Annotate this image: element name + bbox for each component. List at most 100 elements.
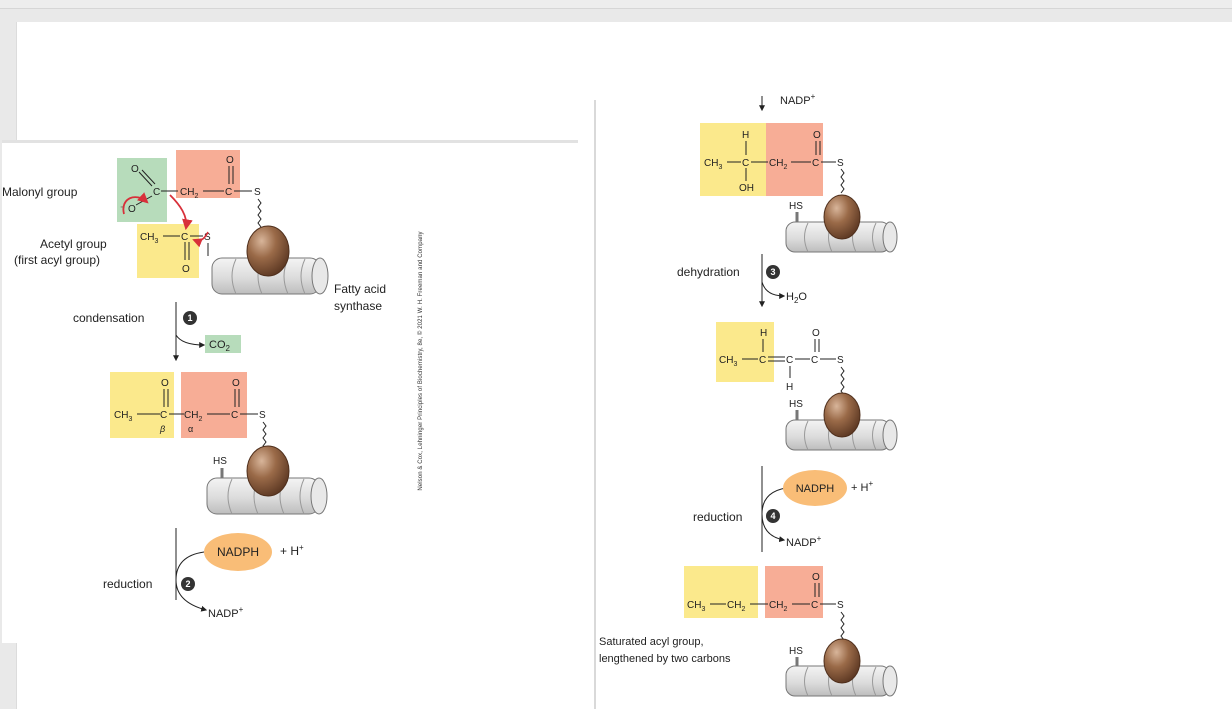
fatty-acid-synthase-enzyme bbox=[211, 225, 329, 295]
fas-label-line2: synthase bbox=[334, 299, 382, 313]
pantetheine-arm bbox=[257, 198, 262, 228]
nadph-bubble bbox=[204, 533, 272, 571]
atom-s: S bbox=[259, 410, 266, 421]
hs-label: HS bbox=[213, 456, 227, 467]
atom-s: S bbox=[837, 158, 844, 169]
butyryl-box-salmon bbox=[765, 566, 823, 618]
panel-divider bbox=[594, 100, 596, 709]
h-plus-label: + H+ bbox=[280, 543, 304, 558]
step-3-number: 3 bbox=[770, 267, 775, 277]
fatty-acid-synthase-enzyme bbox=[785, 392, 898, 451]
ch2-label: CH2 bbox=[180, 187, 198, 200]
step-3-dehydration: dehydration 3 H2O bbox=[677, 254, 807, 308]
atom-o: O bbox=[128, 204, 136, 215]
atom-c: C bbox=[231, 410, 238, 421]
acyl-box-yellow bbox=[700, 123, 766, 196]
atom-c: C bbox=[759, 355, 766, 366]
acetoacetyl-complex: CH3 C O CH2 C O S β α HS bbox=[110, 372, 328, 515]
atom-o: O bbox=[131, 164, 139, 175]
step-3-badge bbox=[766, 265, 780, 279]
electron-arrow bbox=[192, 231, 209, 248]
top-strip bbox=[0, 0, 1232, 9]
step-4-reduction: NADPH + H+ reduction 4 NADP+ bbox=[693, 466, 873, 552]
hs-label: HS bbox=[789, 399, 803, 410]
nadp-top-label: NADP+ bbox=[780, 92, 816, 107]
saturated-acyl-complex: CH3 CH2 CH2 C O S Saturated acyl group, … bbox=[599, 566, 898, 697]
enoyl-complex: CH3 C H C H C O S HS bbox=[716, 322, 898, 451]
step-2-number: 2 bbox=[185, 579, 190, 589]
atom-s: S bbox=[837, 600, 844, 611]
ch2-label: CH2 bbox=[769, 600, 787, 613]
atom-c: C bbox=[181, 232, 188, 243]
ch3-label: CH3 bbox=[114, 410, 132, 423]
atom-o: O bbox=[182, 264, 190, 275]
step-4-badge bbox=[766, 509, 780, 523]
atom-c: C bbox=[153, 187, 160, 198]
final-label-line2: lengthened by two carbons bbox=[599, 653, 731, 665]
acetyl-group-sublabel: (first acyl group) bbox=[14, 253, 100, 267]
ch3-label: CH3 bbox=[687, 600, 705, 613]
step-1-condensation: condensation 1 CO2 bbox=[73, 302, 241, 362]
fas-label-line1: Fatty acid bbox=[334, 282, 386, 296]
atom-c: C bbox=[811, 355, 818, 366]
fatty-acid-synthase-enzyme bbox=[785, 194, 898, 253]
enoyl-box-yellow bbox=[716, 322, 774, 382]
reduction-label: reduction bbox=[103, 577, 152, 591]
fatty-acid-synthase-enzyme bbox=[206, 445, 328, 515]
bond bbox=[141, 169, 156, 185]
dehydration-label: dehydration bbox=[677, 265, 740, 279]
left-panel bbox=[2, 140, 578, 643]
atom-o: O bbox=[161, 378, 169, 389]
nadph-label: NADPH bbox=[217, 545, 259, 559]
atom-o: O bbox=[813, 130, 821, 141]
step-2-reduction: NADPH + H+ reduction 2 NADP+ bbox=[103, 528, 304, 620]
step-4-number: 4 bbox=[770, 511, 775, 521]
hs-label: HS bbox=[789, 646, 803, 657]
nadp-label: NADP+ bbox=[786, 534, 822, 549]
atom-o: O bbox=[812, 572, 820, 583]
atom-o: O bbox=[226, 155, 234, 166]
electron-arrow bbox=[122, 192, 149, 215]
condensation-label: condensation bbox=[73, 311, 144, 325]
atom-c: C bbox=[812, 158, 819, 169]
oh-label: OH bbox=[739, 183, 754, 194]
atom-c: C bbox=[786, 355, 793, 366]
atom-c: C bbox=[225, 187, 232, 198]
malonyl-carboxyl-box bbox=[117, 158, 167, 222]
malonyl-group-label: Malonyl group bbox=[2, 185, 78, 199]
nadph-label: NADPH bbox=[796, 483, 835, 495]
atom-o: O bbox=[232, 378, 240, 389]
acetyl-box-2 bbox=[110, 372, 174, 438]
h-plus-label: + H+ bbox=[851, 479, 873, 494]
atom-h: H bbox=[786, 382, 793, 393]
right-top-arrow: NADP+ bbox=[759, 92, 816, 112]
atom-c: C bbox=[811, 600, 818, 611]
final-label-line1: Saturated acyl group, bbox=[599, 636, 704, 648]
bond bbox=[138, 171, 153, 187]
step-1-badge bbox=[183, 311, 197, 325]
reduction-label-2: reduction bbox=[693, 510, 742, 524]
ch2-label: CH2 bbox=[727, 600, 745, 613]
step-2-badge bbox=[181, 577, 195, 591]
atom-h: H bbox=[742, 130, 749, 141]
acetyl-group-label: Acetyl group bbox=[40, 237, 107, 251]
alpha-label: α bbox=[188, 424, 193, 434]
step-1-number: 1 bbox=[187, 313, 192, 323]
atom-s: S bbox=[254, 187, 261, 198]
malonyl-acetyl-complex: Malonyl group Acetyl group (first acyl g… bbox=[2, 150, 386, 313]
fatty-acid-synthase-enzyme bbox=[785, 638, 898, 697]
atom-c: C bbox=[742, 158, 749, 169]
hydroxyacyl-complex: CH3 C H OH CH2 C O S HS bbox=[700, 123, 898, 253]
ch2-label: CH2 bbox=[769, 158, 787, 171]
co2-box bbox=[205, 335, 241, 353]
atom-s: S bbox=[204, 232, 211, 243]
atom-c: C bbox=[160, 410, 167, 421]
electron-arrow bbox=[169, 194, 193, 231]
atom-h: H bbox=[760, 328, 767, 339]
co2-label: CO2 bbox=[209, 339, 231, 353]
ch3-label: CH3 bbox=[704, 158, 722, 171]
ch3-label: CH3 bbox=[140, 232, 158, 245]
hs-label: HS bbox=[789, 201, 803, 212]
beta-label: β bbox=[159, 424, 165, 434]
